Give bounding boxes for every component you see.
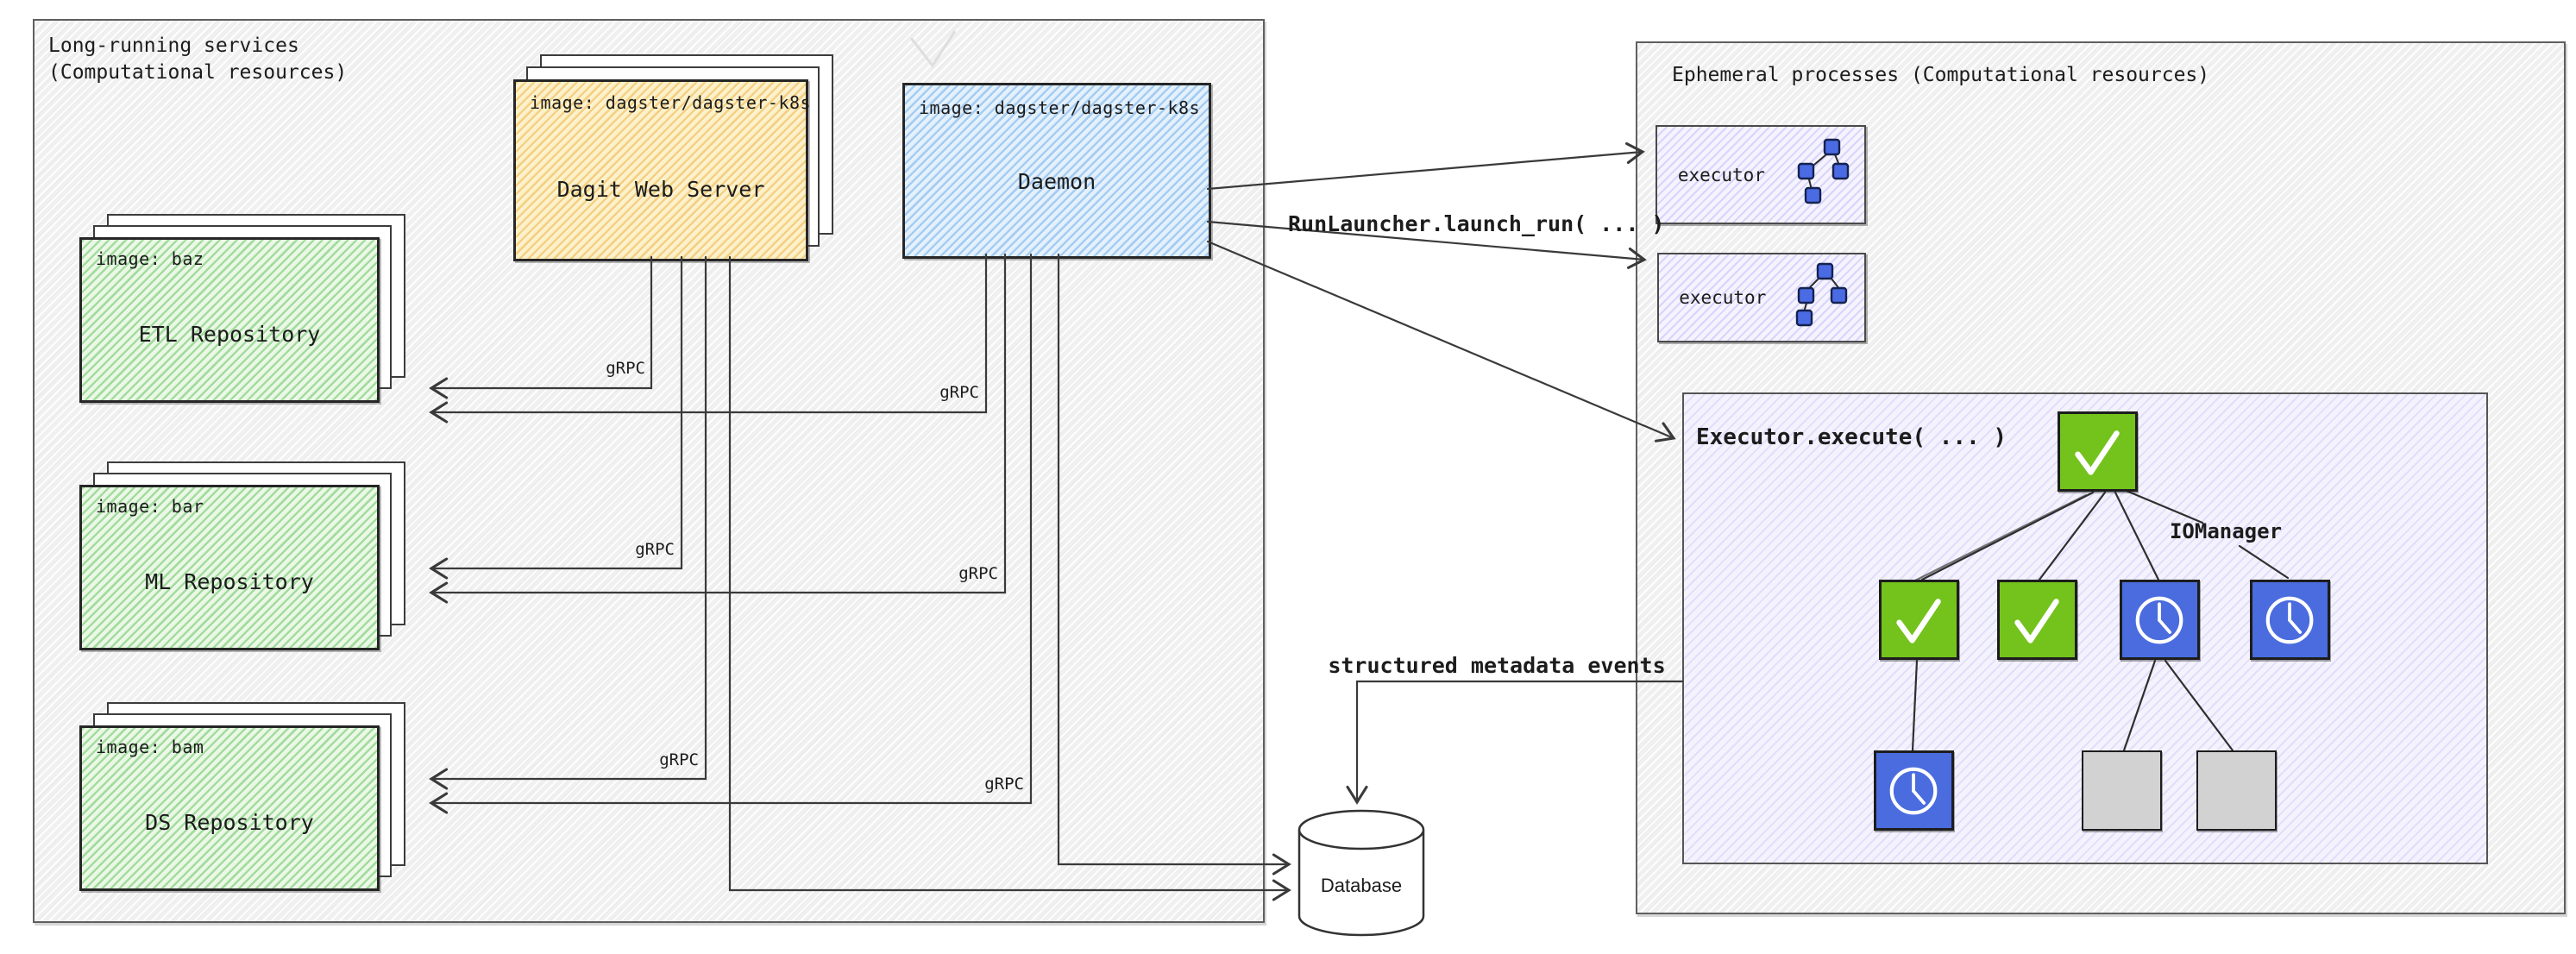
ds-repository-box: image: bam DS Repository	[79, 725, 380, 891]
ml-image-label: image: bar	[96, 496, 204, 517]
ml-repository-name: ML Repository	[145, 569, 314, 594]
daemon-name: Daemon	[1017, 169, 1096, 194]
check-icon	[2014, 599, 2059, 643]
check-icon	[1896, 599, 1941, 643]
grpc-label-dagit-ds: gRPC	[659, 750, 699, 769]
executor-execute-title: Executor.execute( ... )	[1696, 424, 2007, 450]
grpc-label-dagit-ml: gRPC	[635, 540, 675, 559]
ds-image-label: image: bam	[96, 737, 204, 757]
ds-repository-name: DS Repository	[145, 810, 314, 835]
run-launcher-arrows	[1206, 141, 1676, 442]
op-node-root-success	[2058, 411, 2138, 492]
op-node-child2-success	[1997, 580, 2077, 660]
metadata-events-arrow	[1346, 680, 1684, 805]
executor-box-1: executor	[1656, 125, 1866, 224]
grpc-label-dagit-etl: gRPC	[606, 359, 645, 378]
grpc-label-daemon-etl: gRPC	[939, 383, 979, 402]
dagit-web-server-name: Dagit Web Server	[556, 177, 765, 202]
op-node-grandchild1-waiting	[1874, 750, 1954, 831]
ephemeral-panel-title: Ephemeral processes (Computational resou…	[1672, 64, 2210, 86]
daemon-to-executor1-arrow	[1206, 141, 1645, 191]
dagit-web-server-box: image: dagster/dagster-k8s Dagit Web Ser…	[513, 79, 812, 261]
metadata-events-label: structured metadata events	[1328, 653, 1666, 678]
check-icon	[2075, 430, 2120, 475]
run-launcher-label: RunLauncher.launch_run( ... )	[1288, 211, 1665, 236]
etl-image-label: image: baz	[96, 248, 204, 269]
op-node-child3-waiting	[2120, 580, 2200, 660]
op-node-grandchild3-pending	[2196, 750, 2277, 831]
clock-icon	[1889, 767, 1938, 815]
op-node-grandchild2-pending	[2082, 750, 2162, 831]
clock-icon	[2265, 596, 2314, 644]
grpc-label-daemon-ml: gRPC	[958, 564, 998, 583]
daemon-box: image: dagster/dagster-k8s Daemon	[902, 83, 1211, 259]
dagit-image-label: image: dagster/dagster-k8s	[530, 92, 812, 113]
database-cylinder	[1297, 809, 1425, 937]
etl-repository-name: ETL Repository	[138, 322, 321, 347]
op-node-child1-success	[1879, 580, 1959, 660]
database-label: Database	[1320, 875, 1403, 896]
long-running-title-line2: (Computational resources)	[48, 61, 348, 84]
executor-2-label: executor	[1679, 287, 1767, 308]
mini-dag-icon	[1790, 262, 1852, 333]
executor-box-2: executor	[1657, 253, 1866, 342]
grpc-label-daemon-ds: gRPC	[984, 775, 1024, 794]
executor-1-label: executor	[1677, 164, 1765, 185]
iomanager-label: IOManager	[2169, 519, 2283, 543]
long-running-panel-title: Long-running services (Computational reso…	[48, 33, 347, 86]
etl-repository-box: image: baz ETL Repository	[79, 237, 380, 403]
daemon-image-label: image: dagster/dagster-k8s	[919, 97, 1201, 118]
long-running-title-line1: Long-running services	[48, 35, 299, 57]
ml-repository-box: image: bar ML Repository	[79, 485, 380, 650]
clock-icon	[2135, 596, 2183, 644]
op-node-child4-waiting	[2250, 580, 2330, 660]
daemon-to-execute-box-arrow	[1206, 240, 1676, 442]
mini-dag-icon	[1790, 138, 1852, 212]
